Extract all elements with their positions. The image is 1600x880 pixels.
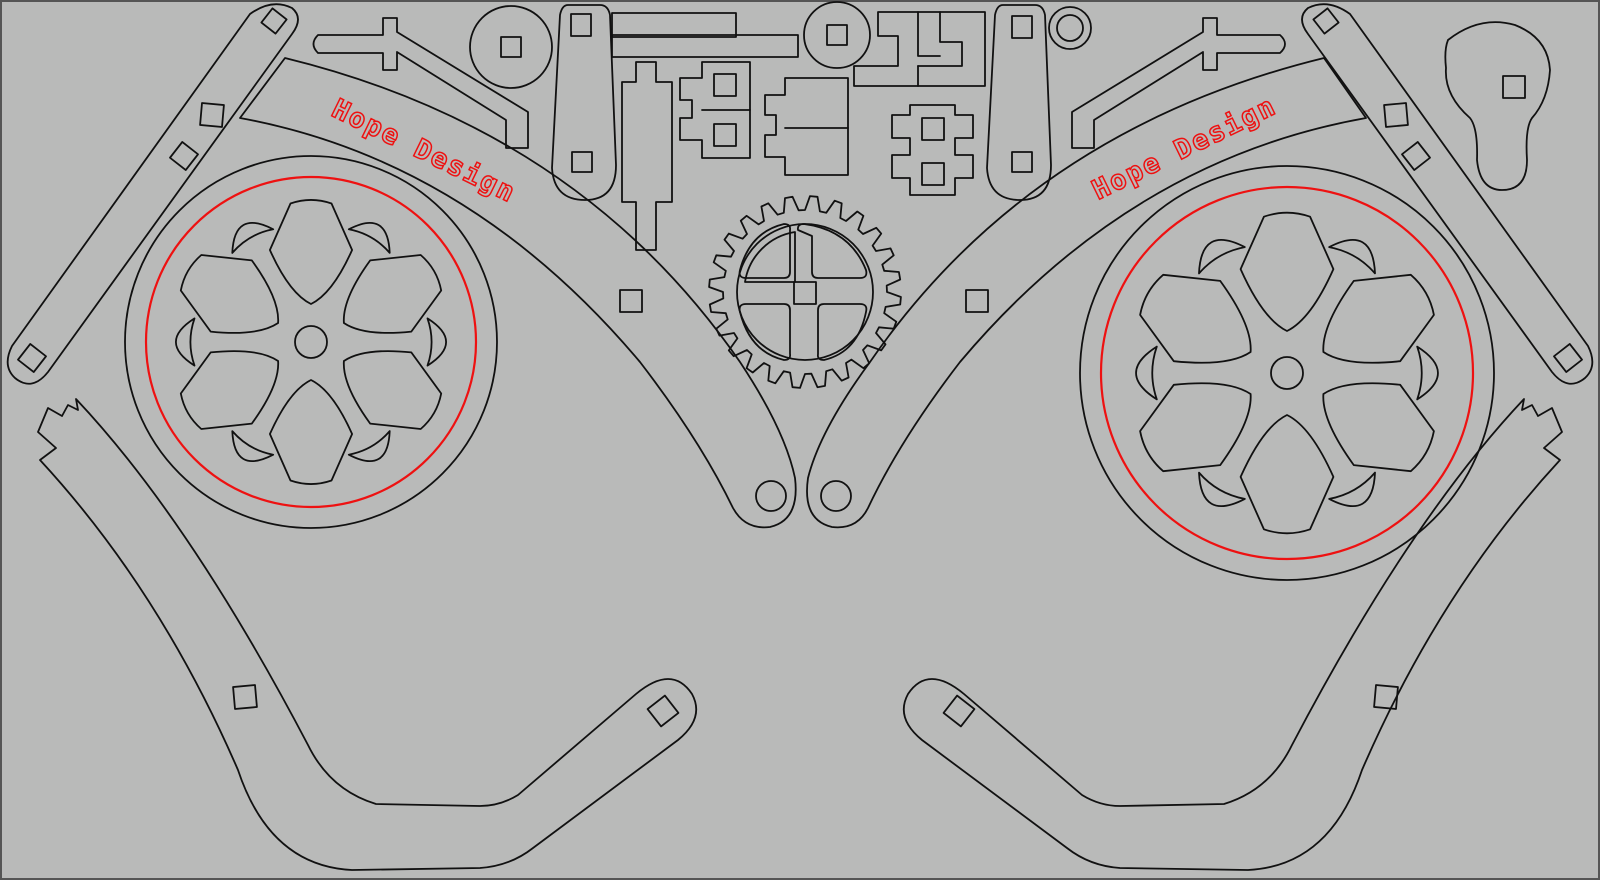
right-wheel-engrave-ring: [1099, 185, 1475, 561]
wheel-lens-window: [175, 317, 196, 367]
connector-block-a: [679, 61, 751, 159]
wheel-petal-window: [269, 379, 353, 485]
center-disc-washer: [803, 1, 871, 69]
wheel-lens-window: [1328, 238, 1376, 275]
wheel-lens-window: [1135, 345, 1158, 401]
right-arc-arm: [806, 57, 1409, 529]
wheel-lens-window: [347, 430, 391, 463]
wheel-petal-window: [1139, 273, 1252, 364]
wheel-petal-window: [1322, 382, 1435, 473]
left-bottom-leg: [37, 398, 698, 871]
wheel-lens-window: [426, 317, 447, 367]
right-wheel-spokes: [1135, 211, 1439, 535]
left-wheel-engrave-ring: [144, 175, 478, 509]
wheel-petal-window: [1322, 273, 1435, 364]
left-wheel: [124, 155, 498, 529]
wheel-lens-window: [347, 221, 391, 254]
wheel-lens-window: [1198, 238, 1246, 275]
wheel-petal-window: [179, 350, 280, 430]
connector-block-b: [764, 77, 849, 176]
right-link-bar: [986, 4, 1052, 201]
right-top-arm: [1301, 3, 1594, 385]
wheel-lens-window: [1416, 345, 1439, 401]
wheel-petal-window: [269, 199, 353, 305]
left-crank-handle: [312, 17, 529, 149]
wheel-lens-window: [231, 221, 275, 254]
right-crank-handle: [1071, 17, 1286, 149]
left-arc-arm: [199, 57, 797, 529]
right-wheel: [1079, 165, 1495, 581]
flat-strip-parts: [611, 12, 799, 58]
left-wheel-spokes: [175, 199, 447, 485]
wheel-petal-window: [179, 254, 280, 334]
small-ring-washer: [1048, 6, 1092, 50]
wheel-lens-window: [1328, 471, 1376, 508]
wheel-lens-window: [231, 430, 275, 463]
gear-spoke-slots: [738, 223, 868, 361]
seat-piece: [1444, 21, 1551, 191]
wheel-petal-window: [342, 254, 443, 334]
left-disc-washer: [469, 5, 553, 89]
left-link-bar: [551, 4, 617, 201]
wheel-lens-window: [1198, 471, 1246, 508]
wheel-petal-window: [1139, 382, 1252, 473]
double-connector: [891, 104, 974, 196]
wheel-petal-window: [1239, 211, 1335, 332]
left-top-arm: [6, 3, 299, 385]
right-bottom-leg: [902, 398, 1563, 871]
wheel-petal-window: [1239, 414, 1335, 535]
axle-shaft: [621, 61, 673, 251]
zigzag-bracket: [853, 11, 986, 87]
wheel-petal-window: [342, 350, 443, 430]
